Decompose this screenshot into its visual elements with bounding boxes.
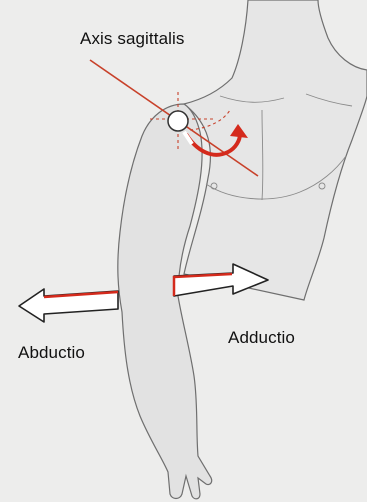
adduction-label: Adductio: [228, 328, 295, 348]
arm-shape: [118, 104, 212, 499]
torso-shape: [184, 0, 367, 300]
axis-sagittalis-label: Axis sagittalis: [80, 29, 184, 49]
shoulder-joint-circle: [168, 111, 188, 131]
abduction-label: Abductio: [18, 343, 85, 363]
